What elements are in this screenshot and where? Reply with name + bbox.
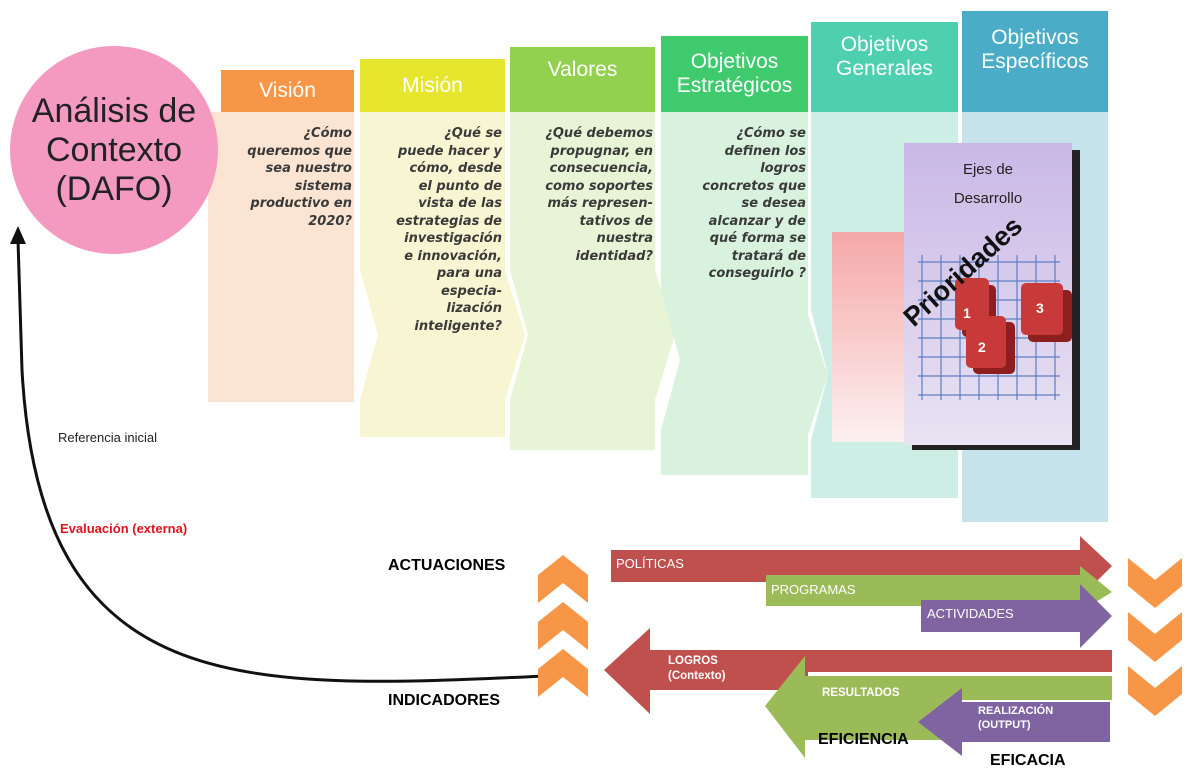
eficacia-label: EFICACIA <box>990 752 1066 769</box>
politicas-label: POLÍTICAS <box>616 556 684 571</box>
evaluation-arrow-head <box>10 226 26 244</box>
estrategicos-column-body <box>661 112 828 475</box>
actividades-label: ACTIVIDADES <box>927 606 1014 621</box>
header-estrategicos: Objetivos Estratégicos <box>661 36 808 112</box>
header-valores-label: Valores <box>547 57 618 81</box>
header-estrategicos-label: Objetivos Estratégicos <box>676 50 793 97</box>
valores-column-body <box>510 112 675 450</box>
referencia-inicial-label: Referencia inicial <box>58 430 157 445</box>
priority-cube-2 <box>966 316 1015 374</box>
header-generales-label: Objetivos Generales <box>836 33 933 80</box>
priority-marker-2: 2 <box>978 339 986 355</box>
header-valores: Valores <box>510 47 655 112</box>
header-especificos: Objetivos Específicos <box>962 11 1108 112</box>
estrategicos-question: ¿Cómo se definen los logros concretos qu… <box>702 126 806 281</box>
context-circle: Análisis de Contexto (DAFO) <box>10 46 218 254</box>
priority-marker-3: 3 <box>1036 300 1044 316</box>
ejes-title: Ejes de Desarrollo <box>953 161 1023 207</box>
header-mision-label: Misión <box>402 73 463 97</box>
politicas-arrow <box>611 536 1112 582</box>
evaluacion-label: Evaluación (externa) <box>60 521 188 536</box>
logros-label: LOGROS (Contexto) <box>668 655 726 682</box>
actividades-arrow <box>921 584 1112 648</box>
realizacion-label: REALIZACIÓN (OUTPUT) <box>978 705 1054 731</box>
actuaciones-label: ACTUACIONES <box>388 557 506 574</box>
resultados-label: RESULTADOS <box>822 687 900 699</box>
realizacion-arrow <box>918 688 1110 756</box>
left-chevrons <box>538 555 588 697</box>
valores-question: ¿Qué debemos propugnar, en consecuencia,… <box>545 126 653 264</box>
indicadores-label: INDICADORES <box>388 692 501 709</box>
priority-cube-3 <box>1021 283 1072 342</box>
vision-column-body <box>208 112 354 402</box>
header-vision-label: Visión <box>259 79 316 102</box>
vision-question: ¿Cómo queremos que sea nuestro sistema p… <box>247 126 352 229</box>
mision-column-body <box>360 112 525 437</box>
generales-pink-box <box>832 232 908 442</box>
header-especificos-label: Objetivos Específicos <box>981 25 1089 73</box>
priority-marker-1: 1 <box>963 305 971 321</box>
programas-label: PROGRAMAS <box>771 582 856 597</box>
evaluation-curve-arrow <box>16 239 546 683</box>
eficiencia-label: EFICIENCIA <box>818 731 909 748</box>
header-generales: Objetivos Generales <box>811 22 958 112</box>
right-chevrons <box>1128 558 1182 716</box>
logros-arrow <box>604 628 1112 714</box>
mision-question: ¿Qué se puede hacer y cómo, desde el pun… <box>396 126 502 334</box>
header-vision: Visión <box>221 70 354 112</box>
context-title: Análisis de Contexto (DAFO) <box>31 91 197 208</box>
header-mision: Misión <box>360 59 505 112</box>
